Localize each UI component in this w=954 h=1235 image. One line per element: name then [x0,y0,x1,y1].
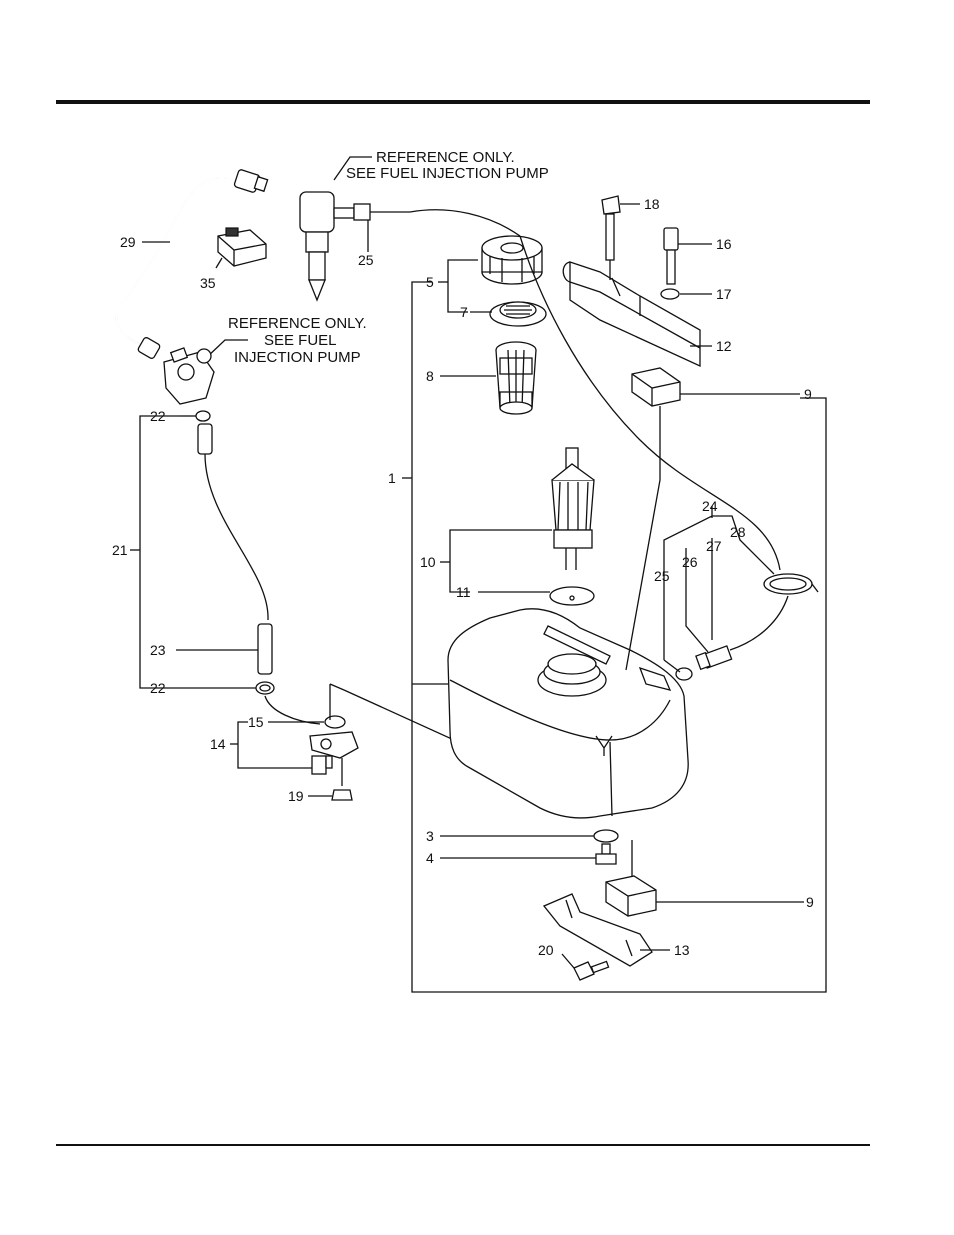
callout-4: 4 [426,850,434,866]
callout-11: 11 [456,584,471,600]
callout-25-injector: 25 [358,252,374,268]
fuel-hose-23 [196,411,274,694]
gasket-25 [676,668,692,680]
callout-14: 14 [210,736,226,752]
filter-plate-11 [550,587,594,605]
reference-note-left-line2: SEE FUEL [264,332,337,349]
washer-17 [661,289,679,299]
callout-26: 26 [682,554,698,570]
bolt-16 [664,228,678,284]
callout-1: 1 [388,470,396,486]
reference-note-top-line1: REFERENCE ONLY. [376,149,515,166]
callout-21: 21 [112,542,128,558]
callout-18: 18 [644,196,660,212]
injector-nozzle [300,192,410,300]
callout-25-tank: 25 [654,568,670,584]
cushion-9-lower [606,876,656,916]
bolt-18 [602,196,620,260]
fuel-cock-14 [310,716,358,800]
callout-9-lower: 9 [806,894,814,910]
washer-3 [594,830,618,842]
callout-27: 27 [706,538,722,554]
callout-12: 12 [716,338,732,354]
cap-gasket-7 [490,302,546,326]
callout-16: 16 [716,236,732,252]
callout-35: 35 [200,275,216,291]
callout-5: 5 [426,274,434,290]
callout-9-upper: 9 [804,386,812,402]
cushion-35 [218,228,266,266]
reference-note-left-line1: REFERENCE ONLY. [228,315,367,332]
callout-22-upper: 22 [150,408,166,424]
cushion-9-upper [632,368,680,406]
callout-13: 13 [674,942,690,958]
hose-clamp-28 [764,574,818,594]
bolt-4 [596,844,616,864]
callout-7: 7 [460,304,468,320]
callout-3: 3 [426,828,434,844]
callout-23: 23 [150,642,166,658]
callout-15: 15 [248,714,264,730]
callout-24: 24 [702,498,718,514]
callout-19: 19 [288,788,304,804]
callout-22-lower: 22 [150,680,166,696]
strainer-8 [496,342,536,414]
callout-29: 29 [120,234,136,250]
tank-bracket-12 [563,262,700,366]
reference-note-top-line2: SEE FUEL INJECTION PUMP [346,165,549,182]
callout-28: 28 [730,524,746,540]
bolt-20 [574,961,609,980]
callout-10: 10 [420,554,436,570]
fuel-tank-1 [448,609,688,818]
callout-17: 17 [716,286,732,302]
return-fitting-27 [696,646,732,669]
pump-fitting [164,348,214,404]
callout-8: 8 [426,368,434,384]
reference-note-left-line3: INJECTION PUMP [234,349,361,366]
fuel-filter-10 [552,448,594,570]
callout-20: 20 [538,942,554,958]
tank-cap-5 [482,236,542,284]
